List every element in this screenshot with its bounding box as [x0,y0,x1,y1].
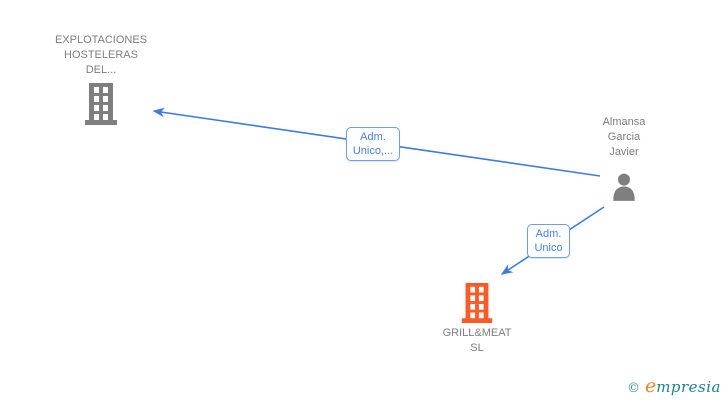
node-label-line: Javier [609,146,639,158]
node-person-almansa-garcia-javier[interactable]: Almansa Garcia Javier [564,115,684,202]
brand-initial: e [644,375,657,397]
node-label-line: HOSTELERAS [64,49,138,61]
edge-label-adm-unico-2: Adm. Unico [527,224,570,258]
empresia-logo[interactable]: © e mpresia [626,375,721,397]
building-icon [85,83,117,125]
edge-label-line: Adm. [360,131,386,143]
node-label-line: DEL... [85,64,117,76]
edge-label-line: Adm. [535,228,562,240]
node-label-line: Garcia [607,131,641,143]
node-label-line: EXPLOTACIONES [54,34,148,46]
node-company-explotaciones[interactable]: EXPLOTACIONES HOSTELERAS DEL... [21,33,181,125]
edge-label-line: Unico [534,242,563,254]
person-icon [613,173,635,201]
copyright-icon: © [626,381,640,396]
node-label: Almansa Garcia Javier [603,115,646,160]
node-label-line: GRILL&MEAT [442,327,512,339]
edge-label-adm-unico-1: Adm. Unico,... [346,127,400,161]
edge-label-line: Unico,... [352,145,394,157]
node-label: GRILL&MEAT SL [443,326,512,356]
building-icon [461,283,493,323]
node-label-line: Almansa [602,116,646,128]
brand-name: mpresia [656,378,721,396]
node-label-line: SL [470,342,484,354]
node-label: EXPLOTACIONES HOSTELERAS DEL... [55,33,147,78]
node-company-grill-and-meat[interactable]: GRILL&MEAT SL [417,283,537,356]
